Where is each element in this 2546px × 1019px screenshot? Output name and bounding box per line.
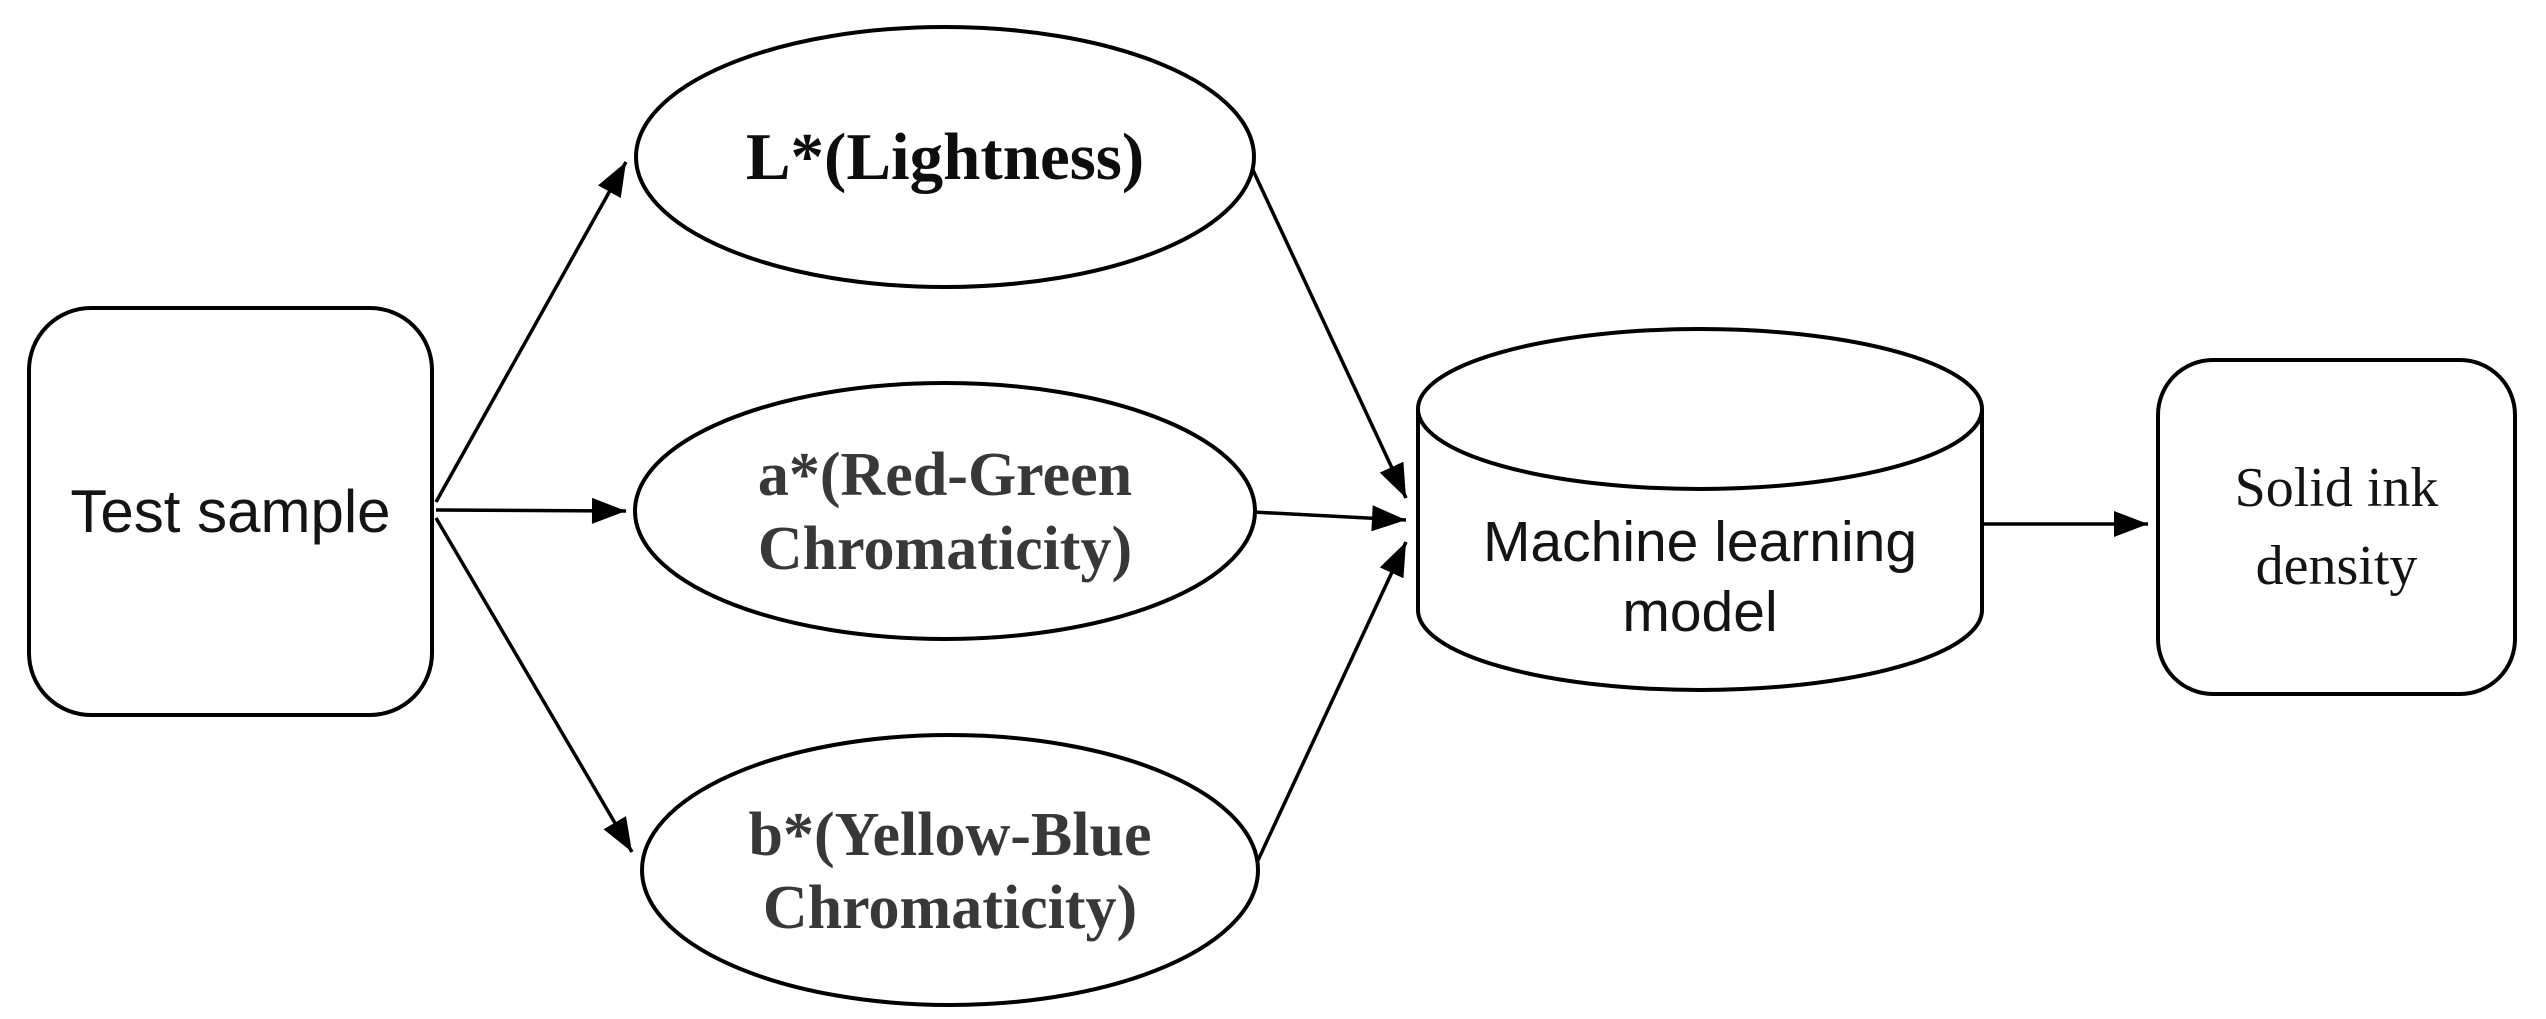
edge-group — [434, 161, 2148, 887]
ml-model-node — [1416, 327, 1984, 692]
solid-ink-node — [2156, 358, 2517, 696]
test-sample-node — [27, 306, 434, 717]
red-green-node — [633, 381, 1257, 641]
edge-red-green-to-ml-model — [1252, 505, 1407, 532]
edge-lightness-to-ml-model — [1250, 167, 1408, 499]
ml-model-cylinder-top — [1416, 327, 1984, 491]
edge-test-sample-to-red-green — [435, 497, 627, 524]
yellow-blue-node — [640, 733, 1260, 1007]
edge-test-sample-to-yellow-blue — [434, 517, 634, 853]
edge-test-sample-to-lightness — [434, 161, 628, 503]
lightness-node — [634, 25, 1256, 289]
edge-yellow-blue-to-ml-model — [1244, 541, 1408, 887]
